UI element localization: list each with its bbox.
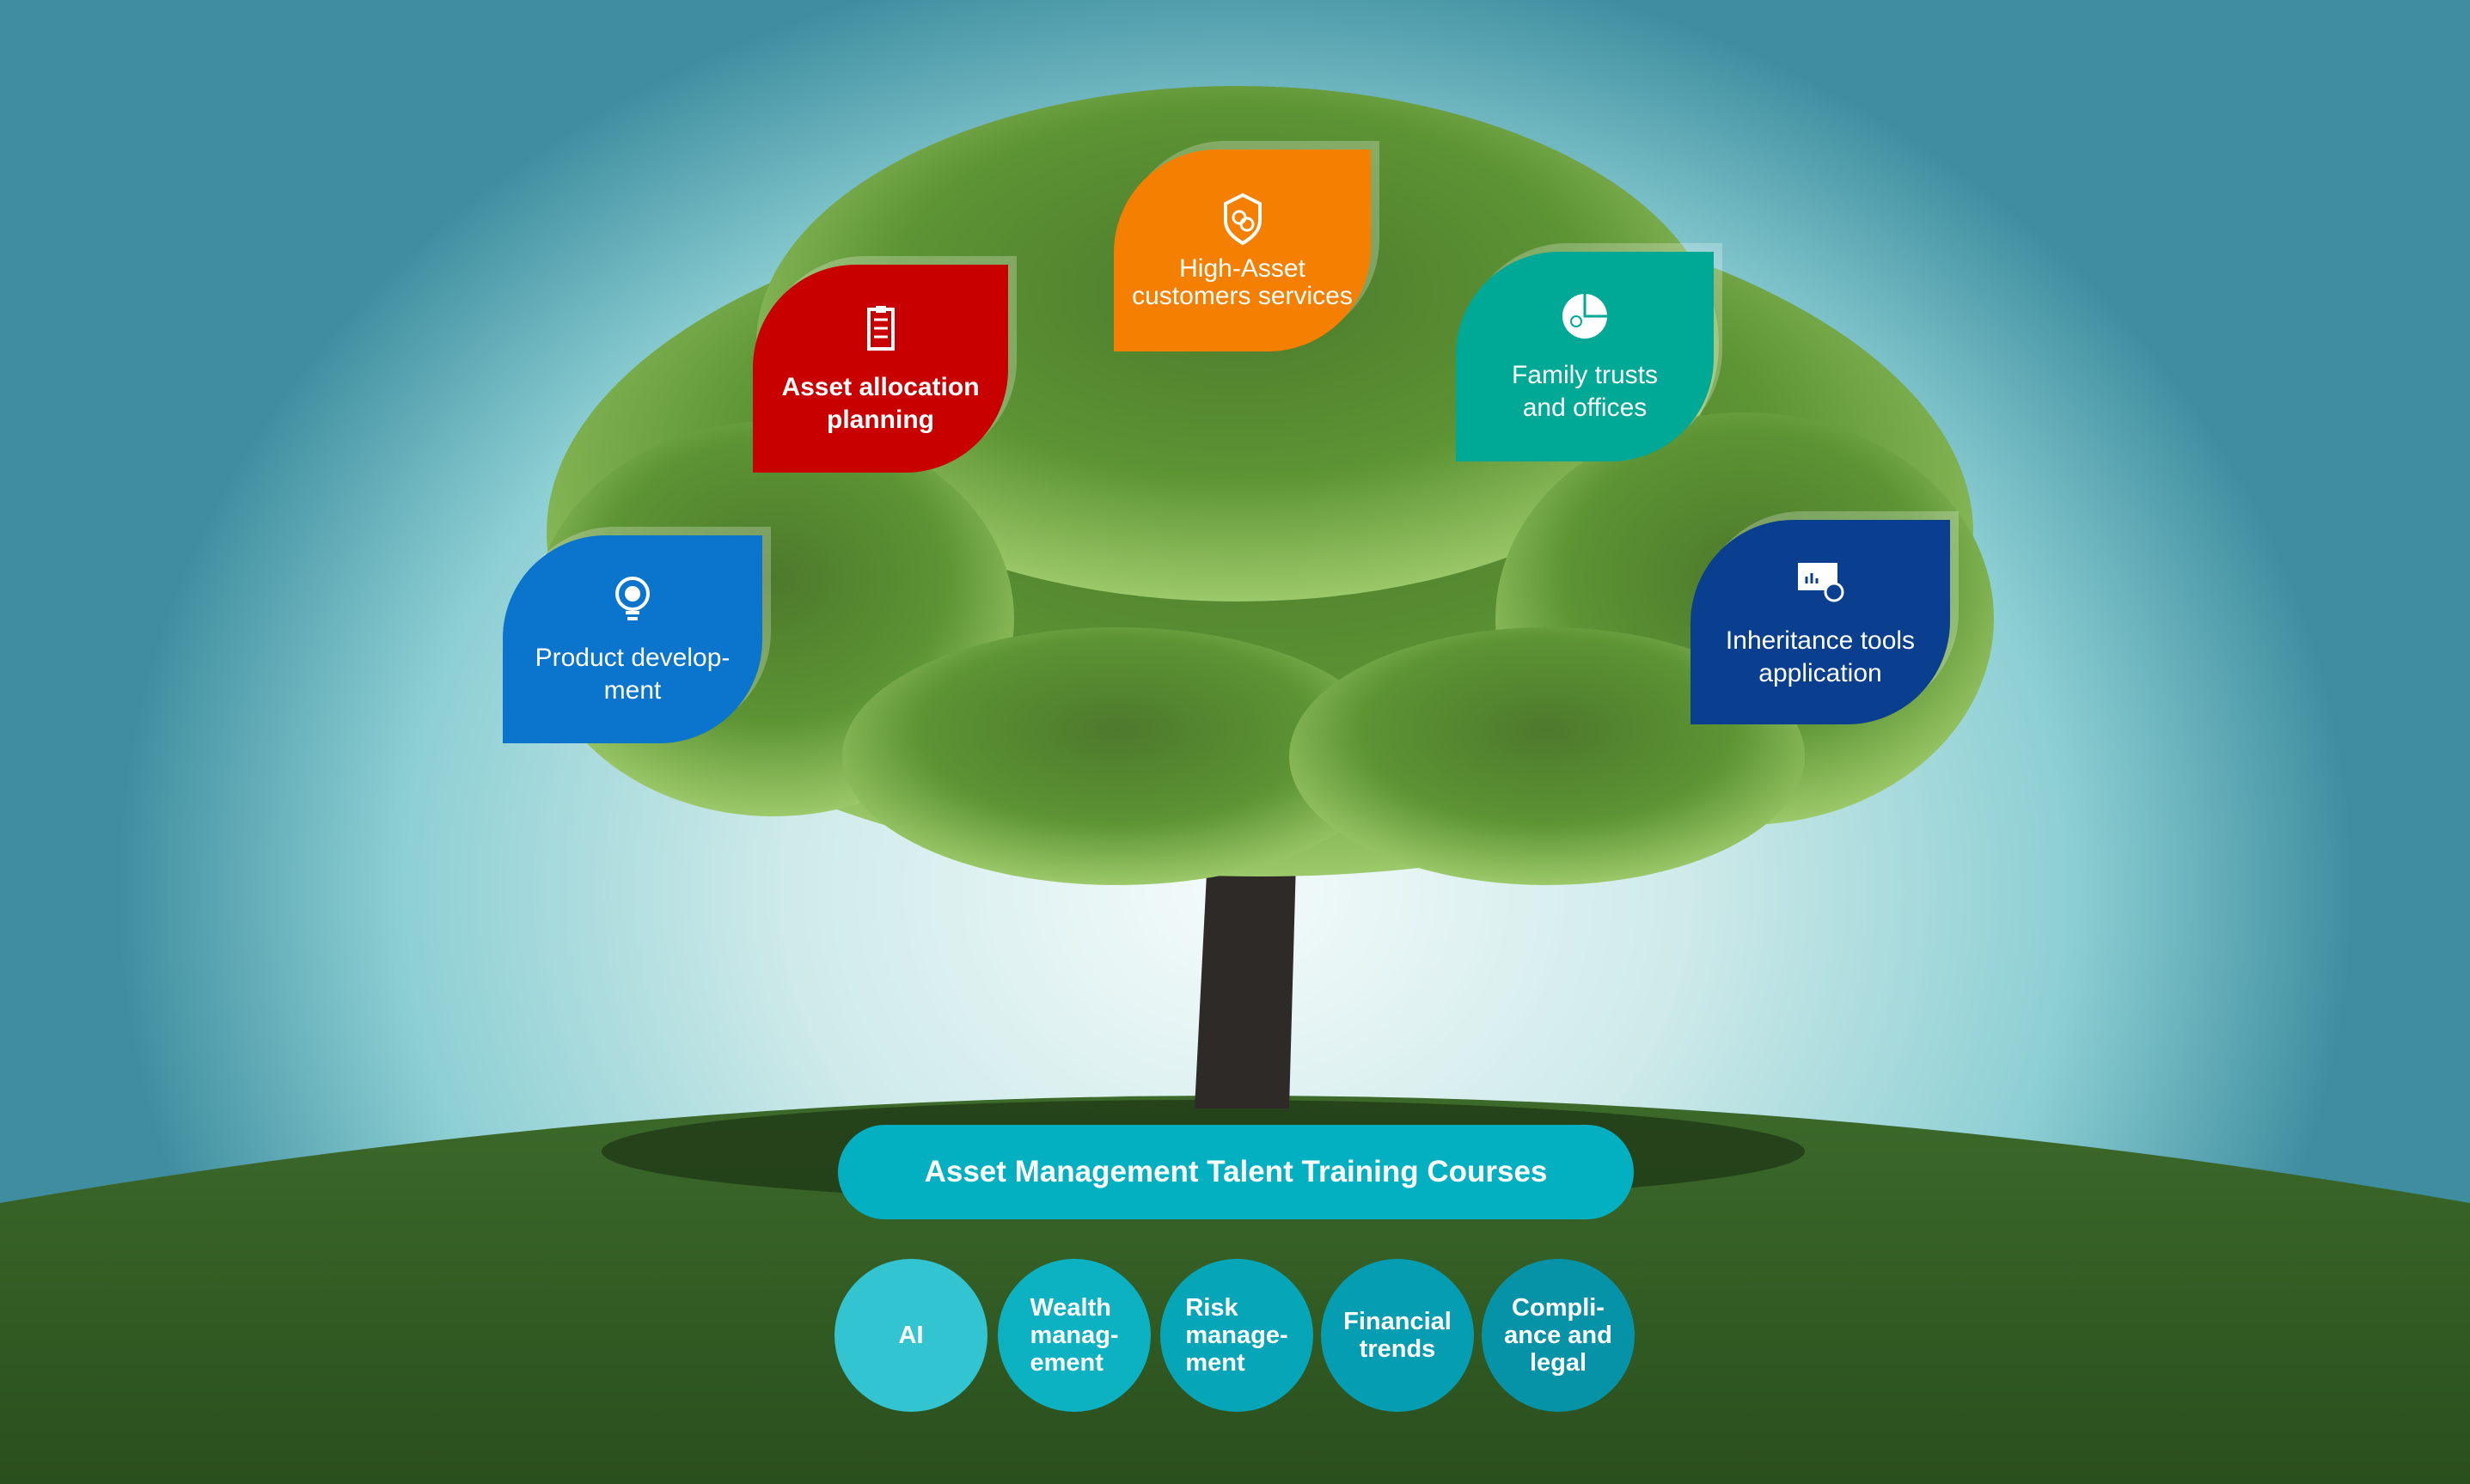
- clipboard-dollar-icon: [866, 306, 895, 351]
- courses-banner: Asset Management Talent Training Courses: [838, 1125, 1634, 1219]
- card-inheritance-tools-application[interactable]: Inheritance tools application: [1690, 520, 1950, 724]
- lightbulb-dollar-icon: [615, 577, 650, 620]
- course-risk-management[interactable]: Risk manage-ment: [1160, 1259, 1313, 1412]
- shield-coins-icon: [1223, 192, 1262, 245]
- card-label: High-Asset customers services: [1132, 253, 1353, 310]
- card-label: Inheritance tools application: [1725, 626, 1916, 687]
- card-label: Product develop-ment: [535, 644, 731, 705]
- course-ai[interactable]: AI: [835, 1259, 987, 1412]
- card-asset-allocation-planning[interactable]: Asset allocation planning: [753, 265, 1008, 473]
- pie-chart-dollar-icon: [1562, 294, 1607, 339]
- card-label: Asset allocation planning: [781, 373, 980, 434]
- card-label: Family trusts and offices: [1511, 361, 1658, 422]
- course-wealth-management[interactable]: Wealth manag-ement: [998, 1259, 1151, 1412]
- card-product-development[interactable]: Product develop-ment: [503, 535, 762, 743]
- card-family-trusts-and-offices[interactable]: Family trusts and offices: [1456, 252, 1714, 461]
- card-high-asset-customers-services[interactable]: High-Asset customers services: [1114, 150, 1371, 351]
- course-compliance-and-legal[interactable]: Compli-ance and legal: [1482, 1259, 1635, 1412]
- course-financial-trends[interactable]: Financial trends: [1321, 1259, 1474, 1412]
- dashboard-monitor-icon: [1798, 563, 1844, 602]
